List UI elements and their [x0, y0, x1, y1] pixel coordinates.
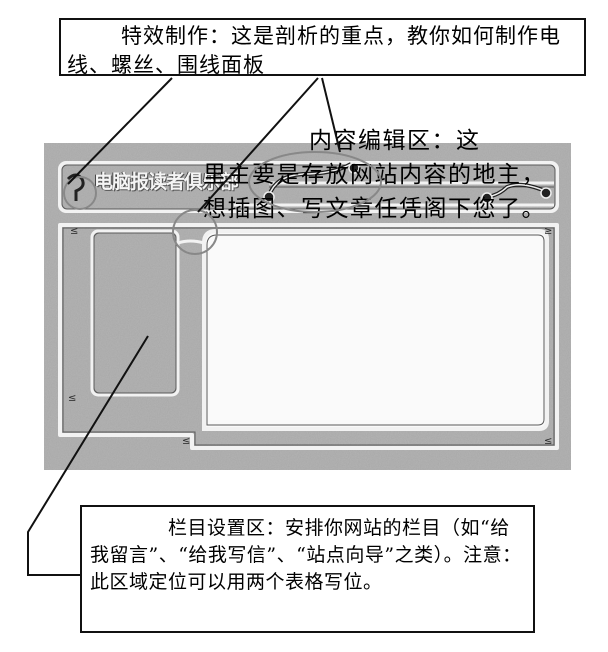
- svg-text:≤: ≤: [68, 393, 76, 404]
- panel-frame-graphics: ≤ ≥ ≤ ≤ ≤: [44, 143, 571, 470]
- content-area-line1: 内容编辑区：这: [309, 128, 481, 154]
- content-area-box: [202, 229, 549, 431]
- screw-4-icon: [540, 187, 552, 199]
- screw-3-icon: [481, 192, 493, 204]
- svg-text:≤: ≤: [70, 226, 78, 237]
- column-area-callout: 栏目设置区：安排你网站的栏目（如“给我留言”、“给我写信”、“站点向导”之类）。…: [80, 505, 535, 633]
- special-effects-text: 特效制作：这是剖析的重点，教你如何制作电线、螺丝、围线面板: [67, 24, 561, 77]
- svg-text:≥: ≥: [544, 226, 552, 237]
- column-area-text: 栏目设置区：安排你网站的栏目（如“给我留言”、“给我写信”、“站点向导”之类）。…: [90, 517, 522, 593]
- svg-text:≤: ≤: [182, 436, 190, 447]
- content-area-rest: 里主要是存放网站内容的地主，想插图、写文章任凭阁下您了。: [203, 162, 546, 222]
- content-area-description: 内容编辑区：这 里主要是存放网站内容的地主，想插图、写文章任凭阁下您了。: [203, 124, 548, 226]
- special-effects-callout: 特效制作：这是剖析的重点，教你如何制作电线、螺丝、围线面板: [59, 18, 586, 77]
- svg-text:≤: ≤: [544, 436, 552, 447]
